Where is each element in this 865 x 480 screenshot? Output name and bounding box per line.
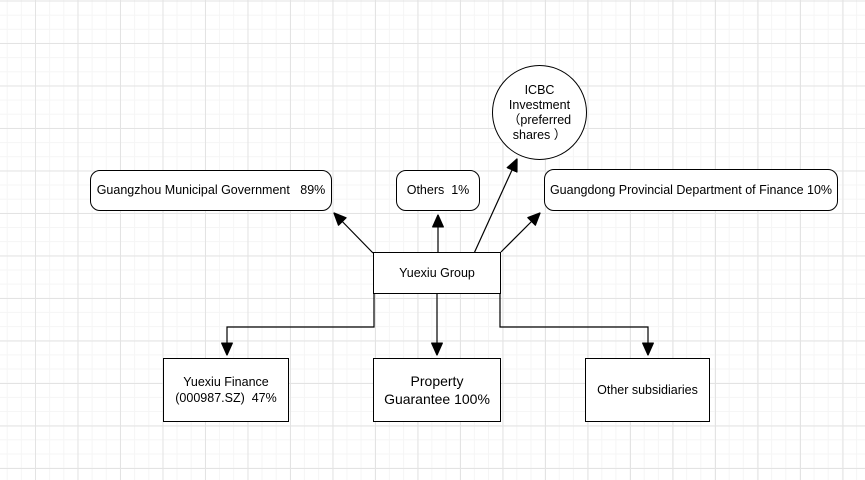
node-other-subsidiaries[interactable]: Other subsidiaries xyxy=(585,358,710,422)
node-guangdong-provincial-department-of-finance-label: Guangdong Provincial Department of Finan… xyxy=(549,182,833,197)
node-icbc-investment-label-line4: shares ） xyxy=(512,127,567,142)
node-yuexiu-finance-label-line2: (000987.SZ) 47% xyxy=(175,391,277,405)
edge-yuexiu-group-to-guangzhou-municipal-government[interactable] xyxy=(333,212,374,254)
node-other-subsidiaries-label: Other subsidiaries xyxy=(597,382,698,397)
node-yuexiu-group-label: Yuexiu Group xyxy=(399,265,475,280)
edge-yuexiu-group-to-yuexiu-finance[interactable] xyxy=(221,294,375,356)
node-yuexiu-finance-label-line1: Yuexiu Finance xyxy=(183,374,269,389)
node-guangzhou-municipal-government[interactable]: Guangzhou Municipal Government 89% xyxy=(90,170,332,211)
node-property-guarantee-label-line1: Property xyxy=(410,372,464,389)
node-yuexiu-finance[interactable]: Yuexiu Finance (000987.SZ) 47% xyxy=(163,358,289,422)
node-icbc-investment-label-line2: Investment xyxy=(508,97,571,112)
node-property-guarantee[interactable]: Property Guarantee 100% xyxy=(373,358,501,422)
edge-yuexiu-group-to-icbc-investment[interactable] xyxy=(470,158,518,261)
edge-yuexiu-group-to-other-subsidiaries[interactable] xyxy=(499,294,654,356)
node-icbc-investment[interactable]: ICBC Investment （preferred shares ） xyxy=(492,65,587,160)
node-property-guarantee-label-line2: Guarantee 100% xyxy=(384,391,490,407)
node-yuexiu-group[interactable]: Yuexiu Group xyxy=(373,252,501,294)
edge-yuexiu-group-to-guangdong-provincial-department-of-finance[interactable] xyxy=(500,212,541,253)
node-others-label: Others 1% xyxy=(406,183,470,197)
node-icbc-investment-label-line3: （preferred xyxy=(507,112,572,127)
node-others[interactable]: Others 1% xyxy=(396,170,480,211)
node-guangzhou-municipal-government-label: Guangzhou Municipal Government 89% xyxy=(96,183,326,197)
node-icbc-investment-label-line1: ICBC xyxy=(524,82,555,97)
node-guangdong-provincial-department-of-finance[interactable]: Guangdong Provincial Department of Finan… xyxy=(544,169,838,211)
